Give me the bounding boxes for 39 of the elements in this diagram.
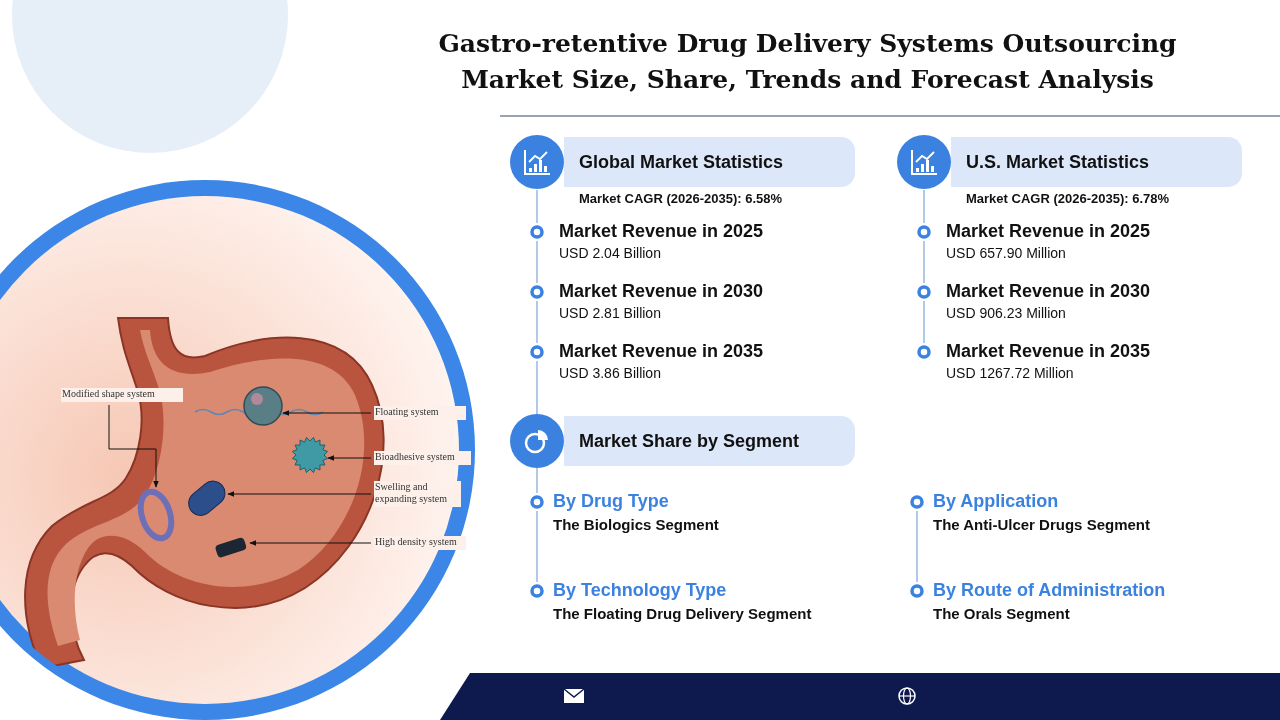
segment-value: The Anti-Ulcer Drugs Segment [933,516,1150,534]
part-label: Floating system [374,406,466,420]
section-header [951,137,1242,187]
section-title: U.S. Market Statistics [966,152,1150,173]
stat-heading: Market Revenue in 2030 [559,281,764,303]
stat-value: USD 657.90 Million [946,245,1066,262]
segment-value: The Biologics Segment [553,516,719,534]
stat-value: USD 906.23 Million [946,305,1066,322]
stat-value: USD 2.81 Billion [559,305,661,322]
title: Gastro-retentive Drug Delivery Systems Outsourcing Market Size, Share, Trends and Forecast Analysis [437,28,1178,96]
section-title: Global Market Statistics [579,152,784,173]
stat-value: USD 3.86 Billion [559,365,661,382]
stat-value: USD 1267.72 Million [946,365,1074,382]
segment-heading: By Drug Type [553,491,669,513]
segment-heading: By Route of Administration [933,580,1166,602]
stat-heading: Market Revenue in 2035 [946,341,1151,363]
section-title: Market Share by Segment [579,431,800,452]
leader-line [227,491,372,497]
part-label: Swelling and expanding system [374,481,461,507]
leader-line [108,404,159,488]
segment-value: The Orals Segment [933,605,1070,623]
leader-line [249,540,372,546]
part-label: Bioadhesive system [374,451,471,465]
stat-heading: Market Revenue in 2030 [946,281,1151,303]
cagr-text: Market CAGR (2026-2035): 6.58% [579,191,783,207]
segment-value: The Floating Drug Delivery Segment [553,605,812,623]
leader-line [282,410,372,416]
section-header [564,137,855,187]
leader-line [327,455,372,461]
segment-heading: By Technology Type [553,580,727,602]
stat-heading: Market Revenue in 2025 [559,221,764,243]
stat-heading: Market Revenue in 2035 [559,341,764,363]
segment-heading: By Application [933,491,1059,513]
section-header [564,416,855,466]
part-label: High density system [374,536,466,550]
stat-heading: Market Revenue in 2025 [946,221,1151,243]
part-label: Modified shape system [61,388,183,402]
stat-value: USD 2.04 Billion [559,245,661,262]
cagr-text: Market CAGR (2026-2035): 6.78% [966,191,1170,207]
